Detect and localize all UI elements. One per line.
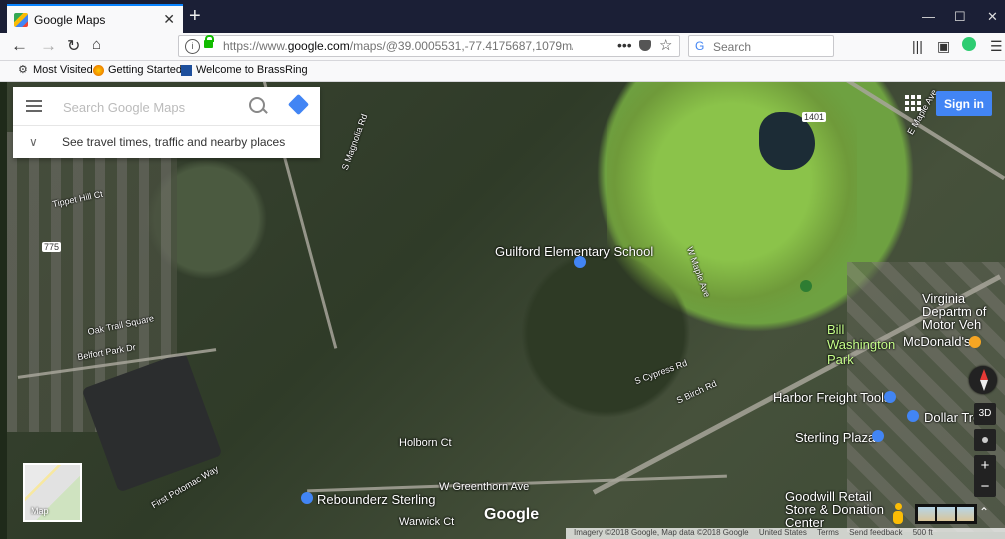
shopping-pin-icon[interactable]	[872, 430, 884, 442]
route-shield-775: 775	[42, 242, 62, 252]
map-label-sterling-plaza: Sterling Plaza	[795, 430, 876, 445]
footer-scale[interactable]: 500 ft	[912, 528, 933, 537]
restaurant-pin-icon[interactable]	[969, 336, 981, 348]
url-bar[interactable]: i https://www.google.com/maps/@39.000553…	[178, 35, 680, 57]
tab-title: Google Maps	[34, 12, 106, 27]
footer-feedback[interactable]: Send feedback	[849, 528, 903, 537]
page-actions-icon[interactable]: •••	[617, 37, 632, 53]
directions-icon[interactable]	[287, 93, 310, 116]
map-label-dmv: Virginia Departm of Motor Veh	[922, 291, 987, 332]
maximize-icon[interactable]: ☐	[954, 9, 966, 24]
activity-pin-icon[interactable]	[301, 492, 313, 504]
map-footer: Imagery ©2018 Google, Map data ©2018 Goo…	[566, 528, 1005, 539]
map-label-dollar-tree: Dollar Tree	[924, 410, 988, 425]
map-label-goodwill: Goodwill Retail Store & Donation Center	[785, 489, 885, 530]
maps-search-panel: ∨ See travel times, traffic and nearby p…	[13, 87, 320, 158]
search-row	[13, 87, 320, 126]
browser-tab-bar: Google Maps ✕ + — ☐ ✕	[0, 0, 1005, 33]
lock-icon	[204, 35, 214, 48]
firefox-icon	[93, 64, 104, 76]
maps-search-input[interactable]	[61, 96, 245, 118]
extension-icon[interactable]	[962, 37, 976, 51]
info-icon[interactable]: i	[185, 39, 200, 54]
sidebar-icon[interactable]: ▣	[937, 38, 951, 54]
pegman-icon[interactable]	[890, 503, 906, 525]
map-label-mcdonalds: McDonald's	[903, 334, 971, 349]
chevron-down-icon: ∨	[29, 135, 38, 149]
travel-times-text: See travel times, traffic and nearby pla…	[62, 135, 286, 149]
pocket-icon[interactable]	[639, 40, 651, 51]
map-golf-course	[607, 82, 857, 332]
bookmark-getting-started[interactable]: Getting Started	[93, 64, 182, 76]
browser-search-box[interactable]: G	[688, 35, 834, 57]
map-label-street: W Greenthorn Ave	[439, 481, 530, 493]
browser-tab[interactable]: Google Maps ✕	[7, 4, 183, 33]
bookmark-most-visited[interactable]: ⚙ Most Visited	[18, 63, 93, 76]
map-label-street: S Magnolia Rd	[339, 112, 370, 172]
google-logo: Google	[484, 506, 540, 523]
store-pin-icon[interactable]	[884, 391, 896, 403]
new-tab-button[interactable]: +	[189, 5, 201, 27]
google-maps-favicon-icon	[14, 12, 28, 27]
map-label-street: S Cypress Rd	[632, 357, 689, 387]
zoom-in-button[interactable]: +	[980, 457, 990, 474]
google-apps-icon[interactable]	[905, 95, 921, 111]
tilt-3d-button[interactable]: 3D	[974, 403, 996, 425]
url-text[interactable]: https://www.google.com/maps/@39.0005531,…	[223, 39, 573, 53]
brassring-icon	[181, 64, 192, 76]
back-arrow-icon[interactable]: ←	[11, 36, 28, 55]
compass-icon[interactable]	[969, 366, 997, 394]
menu-icon[interactable]: ☰	[990, 38, 1003, 54]
my-location-icon[interactable]	[974, 429, 996, 451]
map-label-school: Guilford Elementary School	[495, 244, 654, 259]
reload-icon[interactable]: ↻	[67, 38, 81, 55]
expand-chevron-icon[interactable]: ⌃	[979, 505, 990, 519]
zoom-out-button[interactable]: −	[980, 478, 990, 495]
travel-times-row[interactable]: ∨ See travel times, traffic and nearby p…	[13, 126, 320, 158]
satellite-map[interactable]: Guilford Elementary School Bill Washingt…	[7, 82, 1005, 539]
zoom-control: + −	[974, 455, 996, 497]
menu-hamburger-icon[interactable]	[26, 100, 42, 112]
park-pin-icon[interactable]	[800, 280, 812, 292]
home-icon[interactable]: ⌂	[92, 36, 102, 53]
search-icon[interactable]	[249, 97, 265, 113]
browser-search-input[interactable]	[711, 38, 833, 56]
footer-imagery: Imagery ©2018 Google, Map data ©2018 Goo…	[574, 528, 749, 537]
map-layer-toggle[interactable]: Map	[23, 463, 82, 522]
close-window-icon[interactable]: ✕	[987, 9, 998, 24]
browser-nav-bar: ← → ↻ ⌂ i https://www.google.com/maps/@3…	[0, 33, 1005, 61]
gear-icon: ⚙	[18, 63, 28, 76]
map-label-street: Warwick Ct	[399, 516, 455, 528]
route-shield-1401: 1401	[802, 112, 827, 122]
school-pin-icon[interactable]	[574, 256, 586, 268]
map-label-rebounderz: Rebounderz Sterling	[317, 492, 436, 507]
imagery-thumbnails[interactable]	[915, 504, 977, 524]
bookmarks-bar: ⚙ Most Visited Getting Started Welcome t…	[0, 61, 1005, 82]
minimap-label: Map	[31, 506, 49, 516]
bookmark-star-icon[interactable]: ☆	[659, 37, 673, 54]
map-label-harbor-freight: Harbor Freight Tools	[773, 390, 891, 405]
bookmark-brassring[interactable]: Welcome to BrassRing	[181, 64, 308, 76]
google-search-icon: G	[695, 39, 705, 53]
map-label-park: Bill Washington Park	[827, 322, 896, 367]
footer-terms[interactable]: Terms	[817, 528, 839, 537]
minimize-icon[interactable]: —	[922, 9, 935, 24]
library-icon[interactable]: |||	[912, 38, 923, 54]
store-pin-icon[interactable]	[907, 410, 919, 422]
forward-arrow-icon[interactable]: →	[40, 36, 57, 55]
map-label-street: Holborn Ct	[399, 437, 452, 449]
sign-in-button[interactable]: Sign in	[936, 91, 992, 116]
map-label-street: S Birch Rd	[674, 378, 719, 406]
footer-region[interactable]: United States	[758, 528, 807, 537]
tab-close-icon[interactable]: ✕	[163, 11, 175, 27]
